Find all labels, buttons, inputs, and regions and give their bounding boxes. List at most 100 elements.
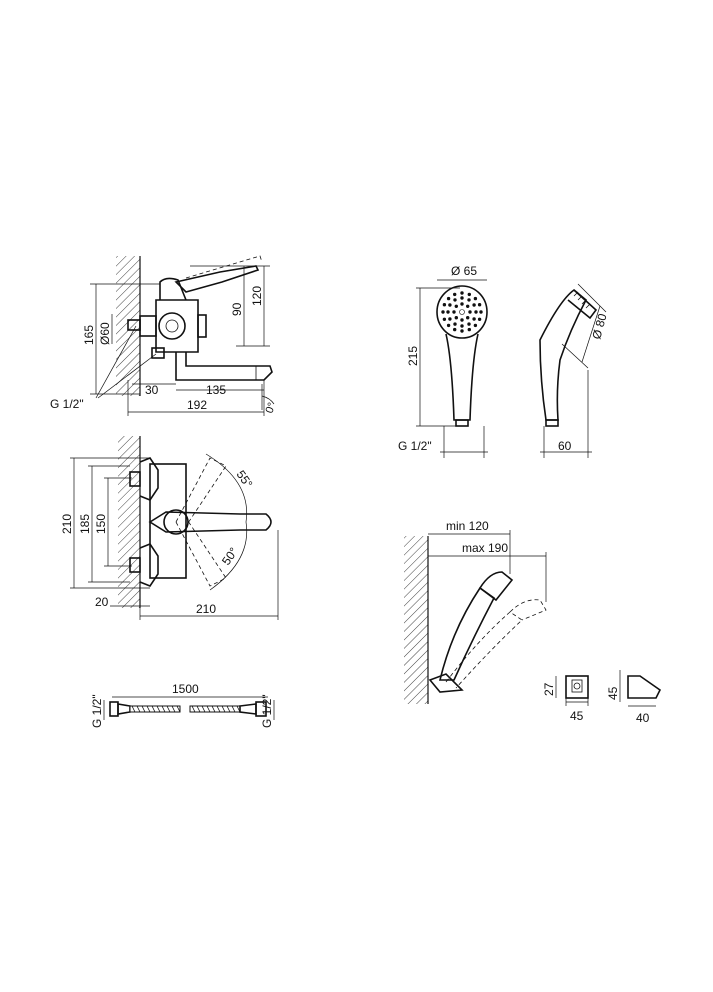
hose-cone-left <box>117 703 131 715</box>
nozzle-dot <box>472 303 476 307</box>
dim-d65: Ø 65 <box>451 264 477 278</box>
holder-front-slot <box>571 679 583 693</box>
dim-60: 60 <box>558 439 572 453</box>
dim-40: 40 <box>636 711 650 725</box>
arc-50 <box>209 521 248 591</box>
shower-holes <box>441 291 483 333</box>
top-handle <box>148 511 272 533</box>
nozzle-dot <box>441 310 445 314</box>
nozzle-dot <box>460 329 464 333</box>
dim-d80-ext1 <box>577 283 607 313</box>
dim-20: 20 <box>95 595 109 609</box>
nozzle-dot <box>460 324 464 328</box>
holder-shower <box>438 586 496 681</box>
nozzle-dot <box>474 310 478 314</box>
top-body <box>149 463 187 579</box>
handle-open-dashed <box>185 255 263 279</box>
nozzle-dot <box>473 296 478 301</box>
nozzle-dot <box>460 302 464 306</box>
nozzle-dot <box>454 316 458 320</box>
dim-185: 185 <box>78 514 92 534</box>
nozzle-dot <box>460 318 464 322</box>
dim-120: 120 <box>250 286 264 306</box>
holder-side <box>627 675 662 699</box>
top-handle-hub <box>163 509 189 535</box>
handle-55-dashed <box>175 457 227 527</box>
wall-connector-lower <box>151 347 165 359</box>
holder-bracket <box>428 673 464 693</box>
shower-handle-front <box>445 333 479 421</box>
dim-max: max 190 <box>462 541 508 555</box>
angle-50: 50° <box>219 545 241 568</box>
dim-192: 192 <box>187 398 207 412</box>
shower-thread: G 1/2" <box>398 439 432 453</box>
nozzle-dot <box>468 310 472 314</box>
shower-side-nozzles <box>573 291 591 309</box>
dim-210-vertical: 210 <box>60 514 74 534</box>
angle-55: 55° <box>234 468 256 491</box>
eccentric-top <box>139 457 159 501</box>
thread-label: G 1/2" <box>50 397 84 411</box>
hose-thread-right: G 1/2" <box>260 694 274 728</box>
hose-coil-left <box>131 705 181 713</box>
dim-150: 150 <box>94 514 108 534</box>
thread-leader-1 <box>95 325 137 399</box>
nozzle-dot <box>466 316 470 320</box>
spout <box>175 352 273 381</box>
faucet-body-circle <box>158 312 186 340</box>
holder-front-hole <box>573 682 581 690</box>
dim-165: 165 <box>82 325 96 345</box>
nozzle-dot <box>448 303 452 307</box>
nozzle-dot <box>448 317 452 321</box>
nozzle-dot <box>472 317 476 321</box>
holder-front <box>565 675 589 699</box>
faucet-side-view: 90 120 165 Ø60 30 135 192 G 1/2" 0° <box>50 255 278 416</box>
nozzle-dot <box>446 310 450 314</box>
faucet-eccentric <box>139 315 157 337</box>
nozzle-dot <box>442 303 447 307</box>
shower-side <box>539 288 588 421</box>
hose-cone-right <box>239 703 257 715</box>
nozzle-dot <box>467 298 471 302</box>
nozzle-dot <box>467 322 471 326</box>
connector-bottom <box>129 557 141 573</box>
hose-coil-right <box>191 705 241 713</box>
thread-leader-2 <box>97 353 157 399</box>
nozzle-dot <box>467 292 471 297</box>
shower-side-face <box>567 289 598 320</box>
holder-wall-hatch <box>404 536 428 704</box>
nozzle-dot <box>477 317 482 321</box>
nozzle-dot <box>453 327 457 332</box>
hose-nut-left <box>109 701 119 717</box>
eccentric-bottom <box>139 543 159 587</box>
shower-connector-front <box>455 419 469 427</box>
dim-d60: Ø60 <box>98 322 112 345</box>
nozzle-dot <box>452 310 456 314</box>
holder-views: min 120 max 190 27 45 45 40 <box>404 519 662 725</box>
dim-30: 30 <box>145 383 159 397</box>
nozzle-dot <box>459 309 465 315</box>
handle-50-dashed <box>175 517 227 587</box>
shower-head-views: Ø 65 215 G 1/2" Ø 80 60 <box>398 264 610 458</box>
hose-thread-left: G 1/2" <box>90 694 104 728</box>
nozzle-dot <box>446 323 451 328</box>
dim-210-horizontal: 210 <box>196 602 216 616</box>
hose-length: 1500 <box>172 682 199 696</box>
dim-min: min 120 <box>446 519 489 533</box>
shower-connector-side <box>545 419 559 427</box>
nozzle-dot <box>453 298 457 302</box>
cartridge <box>159 277 187 301</box>
nozzle-dot <box>473 323 478 328</box>
dim-135: 135 <box>206 383 226 397</box>
nozzle-dot <box>453 322 457 326</box>
faucet-cap <box>197 314 207 338</box>
nozzle-dot <box>453 292 457 297</box>
holder-shower-head-tilted <box>509 599 547 621</box>
nozzle-dot <box>479 310 483 314</box>
faucet-body-inner-circle <box>165 319 179 333</box>
holder-shower-tilted <box>445 611 523 689</box>
nozzle-dot <box>446 296 451 301</box>
dim-d80-ext2 <box>561 343 589 369</box>
nozzle-dot <box>460 296 464 300</box>
